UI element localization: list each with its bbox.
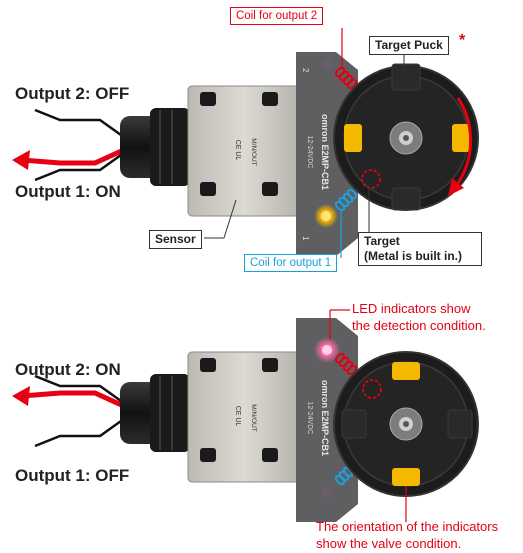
target-metal-marker — [361, 169, 381, 189]
led-output1-off — [322, 487, 332, 497]
yellow-indicator-bottom — [392, 468, 420, 486]
coil-output2 — [334, 66, 358, 90]
svg-text:M/N/OUT: M/N/OUT — [250, 404, 257, 431]
output1-signal-arrow — [21, 145, 130, 166]
black-wire-top — [34, 108, 129, 142]
output2-arrowhead — [12, 386, 30, 406]
coil-output1 — [334, 188, 358, 212]
svg-text:omron E2MP-CB1: omron E2MP-CB1 — [320, 380, 330, 456]
yellow-indicator-left — [344, 124, 362, 152]
coil-output1-label: Coil for output 1 — [244, 254, 338, 272]
yellow-indicator-top — [392, 362, 420, 380]
bottom-output1-state: Output 1: OFF — [15, 466, 130, 485]
orientation-note-line2: show the valve condition. — [316, 536, 462, 551]
bottom-output2-state: Output 2: ON — [15, 360, 121, 379]
yellow-indicator-right — [452, 124, 470, 152]
svg-text:2: 2 — [301, 68, 310, 73]
black-wire-bottom-2 — [34, 414, 129, 448]
rotation-arrow — [454, 97, 473, 187]
bottom-assembly: CE UL M/N/OUT omron E2MP-CB1 12-24VDC — [12, 309, 479, 522]
target-metal-marker-2 — [362, 379, 382, 399]
led-output2-off — [322, 60, 332, 70]
target-puck-label: Target Puck — [369, 36, 449, 55]
svg-text:CE UL: CE UL — [234, 406, 241, 427]
black-wire-top-2 — [34, 374, 129, 408]
led-indicator-note: LED indicators show the detection condit… — [352, 300, 486, 334]
output1-arrowhead — [12, 150, 30, 170]
black-wire-bottom — [34, 148, 129, 182]
svg-text:12-24VDC: 12-24VDC — [306, 402, 313, 435]
svg-text:12-24VDC: 12-24VDC — [306, 136, 313, 169]
orientation-note: The orientation of the indicators show t… — [316, 518, 498, 552]
top-assembly: CE UL M/N/OUT omron E2MP-CB1 12-24VDC 2 … — [12, 28, 479, 258]
svg-text:omron E2MP-CB1: omron E2MP-CB1 — [320, 114, 330, 190]
coil-output2-b — [334, 352, 358, 376]
top-output1-state: Output 1: ON — [15, 182, 121, 201]
output2-signal-arrow — [21, 390, 130, 411]
svg-text:M/N/OUT: M/N/OUT — [250, 138, 257, 165]
top-output2-state: Output 2: OFF — [15, 84, 130, 103]
target-puck-asterisk: * — [459, 32, 466, 49]
orientation-note-line1: The orientation of the indicators — [316, 519, 499, 534]
svg-text:CE UL: CE UL — [234, 140, 241, 161]
sensor-label: Sensor — [149, 230, 202, 249]
led-indicator-note-line2: the detection condition. — [352, 318, 486, 333]
led-indicator-note-line1: LED indicators show — [352, 301, 471, 316]
target-label-line2: (Metal is built in.) — [364, 249, 462, 263]
svg-text:1: 1 — [301, 236, 310, 241]
coil-output2-label: Coil for output 2 — [230, 7, 324, 25]
target-label: Target (Metal is built in.) — [358, 232, 482, 266]
target-label-line1: Target — [364, 234, 400, 248]
